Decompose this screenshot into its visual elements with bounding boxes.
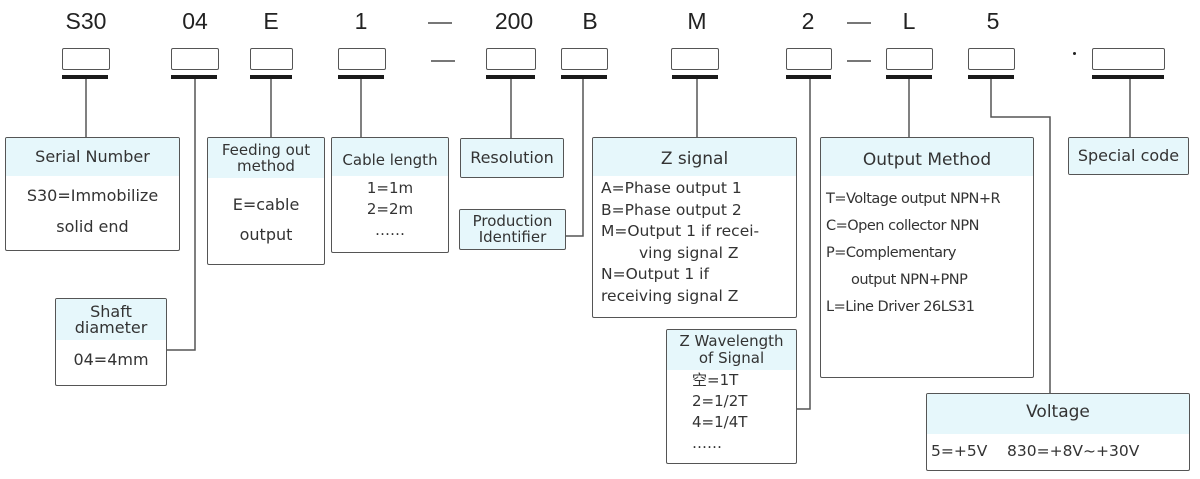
box-title: Resolution <box>461 139 563 177</box>
box-line: 2=2m <box>366 200 414 218</box>
box-line: 5=+5V 830=+8V~+30V <box>931 442 1140 460</box>
slot-bar <box>1092 75 1164 79</box>
box-line: receiving signal Z <box>601 286 739 305</box>
box-line: L=Line Driver 26LS31 <box>826 299 975 315</box>
z-signal-box: Z signal A=Phase output 1 B=Phase output… <box>592 137 797 318</box>
code-shaft: 04 <box>182 8 208 34</box>
code-cable: 1 <box>354 8 368 34</box>
box-title: Special code <box>1069 138 1188 174</box>
box-line: B=Phase output 2 <box>601 200 742 219</box>
separator-dash <box>847 22 871 24</box>
separator-dash <box>431 60 455 62</box>
box-title: of Signal <box>698 349 765 367</box>
connector-voltage <box>990 79 1051 393</box>
slot-bar <box>62 75 108 79</box>
box-title: Cable length <box>332 138 448 176</box>
slot-bar <box>672 75 718 79</box>
slot-bar <box>250 75 292 79</box>
slot-zwave <box>786 48 832 70</box>
slot-shaft <box>171 48 219 70</box>
slot-production <box>561 48 608 70</box>
z-wavelength-box: Z Wavelength of Signal 空=1T 2=1/2T 4=1/4… <box>666 329 797 464</box>
output-method-box: Output Method T=Voltage output NPN+R C=O… <box>820 137 1034 378</box>
box-title: Voltage <box>927 394 1189 434</box>
code-zsignal: M <box>687 8 707 34</box>
code-output: L <box>902 8 916 34</box>
box-line: ving signal Z <box>639 243 739 262</box>
slot-cable <box>338 48 386 70</box>
code-voltage: 5 <box>986 8 1000 34</box>
box-line: output NPN+PNP <box>851 272 968 288</box>
slot-feeding <box>250 48 293 70</box>
box-line: output <box>239 225 293 244</box>
slot-voltage <box>968 48 1015 70</box>
box-title: Z Wavelength <box>679 332 784 350</box>
box-line: 1=1m <box>366 179 414 197</box>
slot-output <box>886 48 933 70</box>
box-title: Feeding out <box>221 141 311 159</box>
box-title: Identifier <box>478 228 547 246</box>
slot-bar <box>338 75 384 79</box>
code-production: B <box>582 8 598 34</box>
box-line: …… <box>375 221 405 239</box>
box-title: Production <box>472 212 553 230</box>
shaft-diameter-box: Shaft diameter 04=4mm <box>55 298 167 386</box>
cable-length-box: Cable length 1=1m 2=2m …… <box>331 137 449 253</box>
box-title: Z signal <box>593 138 796 176</box>
box-line: T=Voltage output NPN+R <box>826 191 1001 207</box>
box-line: 空=1T <box>692 371 739 389</box>
box-line: M=Output 1 if recei- <box>601 222 760 240</box>
slot-serial <box>62 48 110 70</box>
slot-bar <box>786 75 831 79</box>
separator-dot <box>1073 52 1076 55</box>
box-title: Shaft <box>90 302 132 321</box>
box-line: …… <box>692 434 722 452</box>
resolution-box: Resolution <box>460 138 564 178</box>
slot-resolution <box>486 48 536 70</box>
box-line: 4=1/4T <box>692 413 748 431</box>
serial-number-box: Serial Number S30=Immobilize solid end <box>5 137 180 251</box>
box-line: E=cable <box>232 195 300 214</box>
separator-dash <box>847 60 871 62</box>
code-resolution: 200 <box>494 8 534 34</box>
box-line: 2=1/2T <box>692 392 748 410</box>
box-title: Serial Number <box>6 138 179 176</box>
box-line: S30=Immobilize <box>26 186 159 205</box>
feeding-out-method-box: Feeding out method E=cable output <box>207 137 325 265</box>
box-title: method <box>237 157 295 175</box>
slot-zsignal <box>671 48 719 70</box>
slot-special <box>1092 48 1165 70</box>
separator-dash <box>428 22 452 24</box>
code-serial: S30 <box>65 8 107 34</box>
connector-shaft <box>166 79 196 351</box>
box-line: 04=4mm <box>73 350 149 369</box>
slot-bar <box>486 75 535 79</box>
box-title: diameter <box>74 318 148 337</box>
production-identifier-box: Production Identifier <box>459 209 566 250</box>
voltage-box: Voltage 5=+5V 830=+8V~+30V <box>926 393 1190 471</box>
box-line: solid end <box>56 217 129 236</box>
box-line: A=Phase output 1 <box>601 179 742 197</box>
slot-bar <box>561 75 607 79</box>
connector-zwave <box>797 79 811 410</box>
code-feeding: E <box>263 8 279 34</box>
special-code-box: Special code <box>1068 137 1189 175</box>
code-zwave: 2 <box>801 8 815 34</box>
connector-production <box>566 79 584 237</box>
box-line: N=Output 1 if <box>601 265 709 283</box>
box-line: C=Open collector NPN <box>826 218 979 234</box>
slot-bar <box>886 75 932 79</box>
slot-bar <box>171 75 217 79</box>
box-line: P=Complementary <box>826 245 957 261</box>
box-title: Output Method <box>821 138 1033 176</box>
slot-bar <box>968 75 1014 79</box>
